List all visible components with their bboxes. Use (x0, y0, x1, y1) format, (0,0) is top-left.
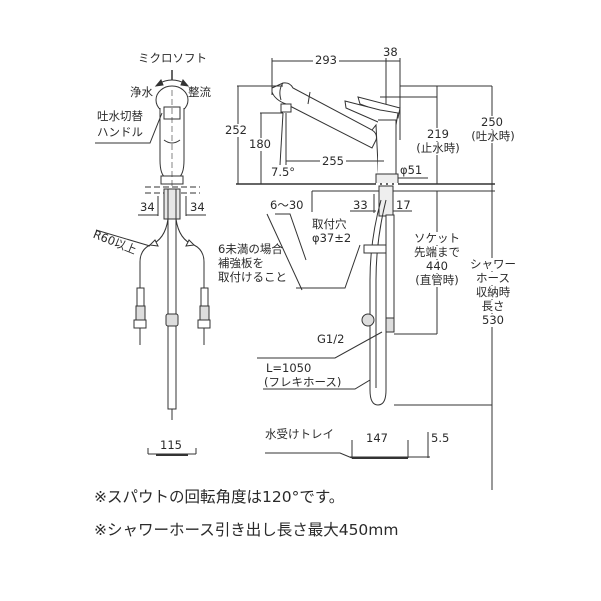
tray-label: 水受けトレイ (265, 427, 334, 441)
front-view-faucet (95, 70, 211, 456)
dim-total-reach: 293 (313, 53, 339, 67)
side-view-faucet (236, 58, 495, 490)
flex-hose-label: (フレキホース) (264, 375, 342, 389)
socket-length: 440 (410, 260, 464, 273)
dim-angle: 7.5° (271, 165, 296, 179)
dim-base-diameter: φ51 (400, 163, 423, 177)
reinforcement-note-1: 6未満の場合 (218, 242, 283, 256)
rotation-label: ミクロソフト (138, 51, 207, 65)
dim-open-height-note: (吐水時) (466, 130, 520, 143)
tray-width: 147 (364, 431, 390, 445)
thread-label: G1/2 (317, 332, 345, 346)
hose-stored-2: ホース (466, 272, 520, 285)
dim-right-offset: 17 (396, 198, 411, 212)
dim-spout-reach: 255 (320, 154, 346, 168)
dim-left-offset: 33 (353, 198, 368, 212)
hose-stored-1: シャワー (466, 258, 520, 271)
flex-hose-length: L=1050 (266, 361, 312, 375)
dim-stop-height: 219 (416, 128, 460, 141)
dim-front-left: 34 (140, 200, 155, 214)
socket-label-2: 先端まで (410, 246, 464, 259)
handle-label-2: ハンドル (97, 125, 143, 139)
base-width-label: 115 (160, 438, 182, 452)
handle-label-1: 吐水切替 (97, 109, 143, 123)
mount-hole-label: 取付穴 (312, 217, 347, 231)
socket-label-1: ソケット (410, 232, 464, 245)
mode-purified-label: 浄水 (130, 85, 153, 99)
mode-stream-label: 整流 (188, 85, 211, 99)
dim-handle-offset: 38 (383, 45, 398, 59)
mount-hole-size: φ37±2 (312, 231, 352, 245)
hose-stored-3: 収納時 (466, 286, 520, 299)
note-spout-rotation: ※スパウトの回転角度は120°です。 (94, 488, 345, 506)
dim-open-height: 250 (470, 116, 514, 129)
dim-height-total: 252 (225, 123, 247, 137)
dim-stop-height-note: (止水時) (410, 142, 466, 155)
note-hose-length: ※シャワーホース引き出し長さ最大450mm (94, 521, 399, 539)
hose-stored-length: 530 (466, 314, 520, 327)
reinforcement-note-3: 取付けること (218, 270, 287, 284)
socket-note: (直管時) (408, 274, 466, 287)
dim-front-right: 34 (190, 200, 205, 214)
dim-spout-height: 180 (249, 137, 271, 151)
hose-stored-4: 長さ (466, 300, 520, 313)
dim-counter-thickness: 6〜30 (270, 198, 304, 212)
reinforcement-note-2: 補強板を (218, 256, 264, 270)
tray-height: 5.5 (431, 431, 450, 445)
